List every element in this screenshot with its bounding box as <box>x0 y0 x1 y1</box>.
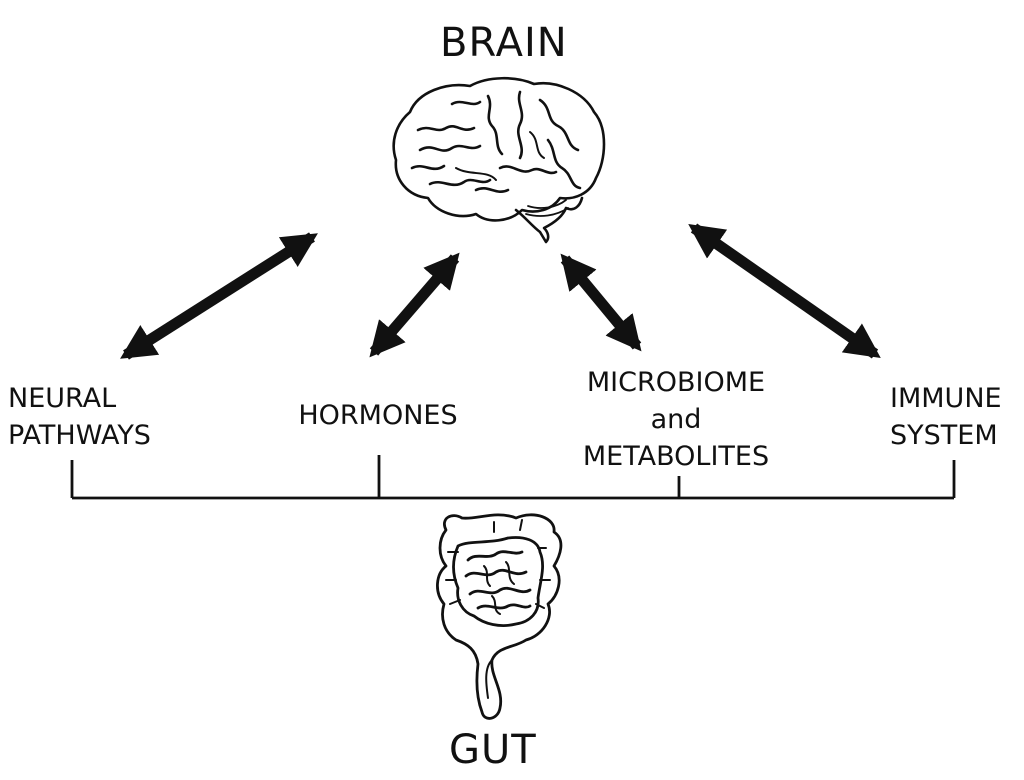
pathway-label-neural-line-1: NEURAL <box>8 383 117 414</box>
gut-title: GUT <box>449 727 537 773</box>
pathway-label-microbiome-line-3: METABOLITES <box>582 441 770 472</box>
pathway-label-hormones: HORMONES <box>286 397 470 434</box>
pathway-label-immune: IMMUNE SYSTEM <box>890 380 1002 454</box>
brain-icon <box>392 76 606 244</box>
pathway-label-hormones-line-1: HORMONES <box>298 400 458 431</box>
arrows <box>120 223 881 360</box>
pathway-label-immune-line-1: IMMUNE <box>890 383 1002 414</box>
arrow-immune <box>688 223 881 359</box>
pathway-label-neural-line-2: PATHWAYS <box>8 420 151 451</box>
gut-bracket <box>70 455 956 500</box>
pathway-label-microbiome-line-1: MICROBIOME <box>586 367 766 398</box>
intestines-icon <box>436 513 563 720</box>
arrow-neural <box>120 232 318 360</box>
pathway-label-microbiome-line-2: and <box>650 404 702 435</box>
arrow-microbiome <box>560 253 642 352</box>
pathway-label-microbiome: MICROBIOME and METABOLITES <box>566 364 786 475</box>
brain-title: BRAIN <box>440 20 568 66</box>
pathway-label-immune-line-2: SYSTEM <box>890 420 998 451</box>
arrow-hormones <box>369 252 460 358</box>
pathway-label-neural: NEURAL PATHWAYS <box>8 380 151 454</box>
